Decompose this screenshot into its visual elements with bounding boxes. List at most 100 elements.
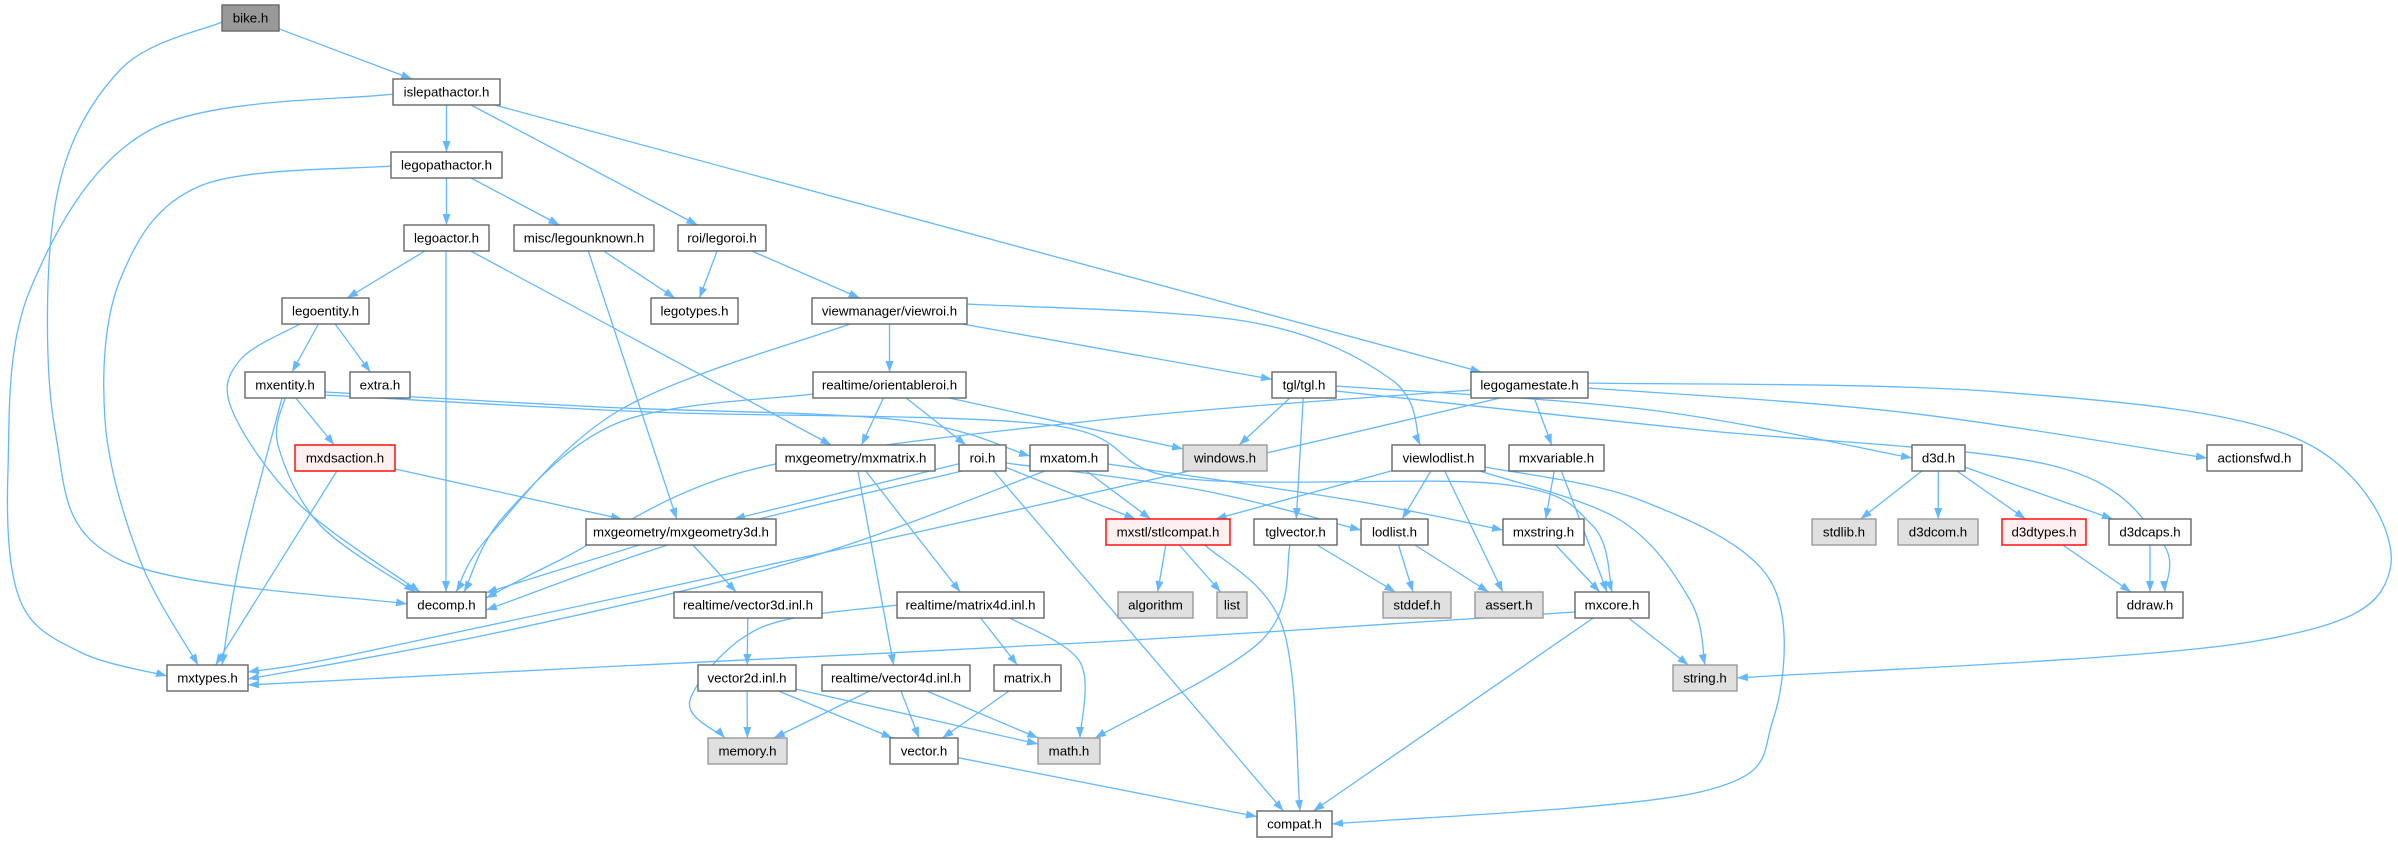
node-roi-legoroi-h[interactable]: roi/legoroi.h [677, 224, 767, 252]
node-box[interactable] [958, 444, 1007, 472]
node-mxentity-h[interactable]: mxentity.h [244, 371, 326, 399]
node-mxstring-h[interactable]: mxstring.h [1502, 518, 1585, 546]
node-box[interactable] [697, 664, 797, 692]
node-extra-h[interactable]: extra.h [349, 371, 411, 399]
node-mxdsaction-h[interactable]: mxdsaction.h [294, 444, 396, 472]
node-label[interactable]: mxdsaction.h [306, 451, 384, 466]
node-box[interactable] [677, 224, 767, 252]
node-label[interactable]: matrix.h [1004, 671, 1051, 686]
node-legoentity-h[interactable]: legoentity.h [281, 297, 370, 325]
node-roi-h[interactable]: roi.h [958, 444, 1007, 472]
node-label[interactable]: mxstl/stlcompat.h [1117, 525, 1220, 540]
node-d3d-h[interactable]: d3d.h [1911, 444, 1966, 472]
node-label[interactable]: d3dtypes.h [2011, 525, 2076, 540]
node-label[interactable]: mxcore.h [1585, 598, 1640, 613]
node-mxvariable-h[interactable]: mxvariable.h [1508, 444, 1605, 472]
node-realtime-orientableroi-h[interactable]: realtime/orientableroi.h [812, 371, 967, 399]
node-box[interactable] [294, 444, 396, 472]
node-box[interactable] [392, 78, 501, 106]
node-label[interactable]: vector2d.inl.h [707, 671, 786, 686]
node-box[interactable] [390, 151, 503, 179]
node-box[interactable] [650, 297, 739, 325]
node-box[interactable] [1105, 518, 1231, 546]
node-label[interactable]: roi.h [970, 451, 996, 466]
node-label[interactable]: islepathactor.h [404, 85, 490, 100]
node-box[interactable] [1391, 444, 1486, 472]
node-label[interactable]: mxgeometry/mxmatrix.h [785, 451, 927, 466]
node-box[interactable] [673, 591, 823, 619]
node-label[interactable]: misc/legounknown.h [524, 231, 644, 246]
node-box[interactable] [1029, 444, 1109, 472]
node-label[interactable]: realtime/vector4d.inl.h [831, 671, 961, 686]
node-mxcore-h[interactable]: mxcore.h [1574, 591, 1650, 619]
node-misc-legounknown-h[interactable]: misc/legounknown.h [513, 224, 655, 252]
node-vector2d-inl-h[interactable]: vector2d.inl.h [697, 664, 797, 692]
node-label[interactable]: legogamestate.h [1480, 378, 1578, 393]
node-mxgeometry-mxgeometry3d-h[interactable]: mxgeometry/mxgeometry3d.h [585, 518, 777, 546]
node-label[interactable]: actionsfwd.h [2218, 451, 2292, 466]
node-label[interactable]: mxgeometry/mxgeometry3d.h [593, 525, 769, 540]
node-label[interactable]: tglvector.h [1265, 525, 1326, 540]
node-box[interactable] [349, 371, 411, 399]
node-d3dcaps-h[interactable]: d3dcaps.h [2108, 518, 2192, 546]
node-box[interactable] [821, 664, 971, 692]
node-label[interactable]: roi/legoroi.h [687, 231, 756, 246]
node-label[interactable]: lodlist.h [1372, 525, 1417, 540]
node-label[interactable]: d3dcaps.h [2119, 525, 2180, 540]
node-actionsfwd-h[interactable]: actionsfwd.h [2206, 444, 2303, 472]
node-label[interactable]: decomp.h [417, 598, 475, 613]
node-box[interactable] [1574, 591, 1650, 619]
node-box[interactable] [403, 224, 490, 252]
node-box[interactable] [811, 297, 968, 325]
node-label[interactable]: compat.h [1267, 817, 1322, 832]
node-box[interactable] [406, 591, 487, 619]
node-mxgeometry-mxmatrix-h[interactable]: mxgeometry/mxmatrix.h [775, 444, 936, 472]
node-legoactor-h[interactable]: legoactor.h [403, 224, 490, 252]
node-box[interactable] [812, 371, 967, 399]
node-box[interactable] [889, 737, 959, 765]
node-box[interactable] [1256, 810, 1333, 838]
node-viewmanager-viewroi-h[interactable]: viewmanager/viewroi.h [811, 297, 968, 325]
node-box[interactable] [2206, 444, 2303, 472]
node-decomp-h[interactable]: decomp.h [406, 591, 487, 619]
node-label[interactable]: tgl/tgl.h [1283, 378, 1326, 393]
node-box[interactable] [993, 664, 1062, 692]
node-tglvector-h[interactable]: tglvector.h [1253, 518, 1338, 546]
node-box[interactable] [2108, 518, 2192, 546]
node-label[interactable]: legotypes.h [660, 304, 728, 319]
node-legopathactor-h[interactable]: legopathactor.h [390, 151, 503, 179]
node-label[interactable]: mxentity.h [255, 378, 315, 393]
node-label[interactable]: realtime/matrix4d.inl.h [905, 598, 1035, 613]
node-box[interactable] [281, 297, 370, 325]
node-mxatom-h[interactable]: mxatom.h [1029, 444, 1109, 472]
node-label[interactable]: vector.h [901, 744, 948, 759]
node-realtime-matrix4d-inl-h[interactable]: realtime/matrix4d.inl.h [896, 591, 1045, 619]
node-realtime-vector4d-inl-h[interactable]: realtime/vector4d.inl.h [821, 664, 971, 692]
node-viewlodlist-h[interactable]: viewlodlist.h [1391, 444, 1486, 472]
node-box[interactable] [585, 518, 777, 546]
node-islepathactor-h[interactable]: islepathactor.h [392, 78, 501, 106]
node-box[interactable] [2116, 591, 2184, 619]
node-box[interactable] [1271, 371, 1337, 399]
node-vector-h[interactable]: vector.h [889, 737, 959, 765]
node-legotypes-h[interactable]: legotypes.h [650, 297, 739, 325]
node-box[interactable] [1360, 518, 1429, 546]
node-label[interactable]: mxatom.h [1040, 451, 1098, 466]
node-tgl-tgl-h[interactable]: tgl/tgl.h [1271, 371, 1337, 399]
node-box[interactable] [244, 371, 326, 399]
node-d3dtypes-h[interactable]: d3dtypes.h [2001, 518, 2087, 546]
node-legogamestate-h[interactable]: legogamestate.h [1470, 371, 1589, 399]
node-label[interactable]: viewlodlist.h [1403, 451, 1475, 466]
node-compat-h[interactable]: compat.h [1256, 810, 1333, 838]
node-box[interactable] [1502, 518, 1585, 546]
node-label[interactable]: viewmanager/viewroi.h [822, 304, 957, 319]
node-box[interactable] [1253, 518, 1338, 546]
node-label[interactable]: legoactor.h [414, 231, 479, 246]
node-label[interactable]: mxstring.h [1513, 525, 1574, 540]
node-label[interactable]: ddraw.h [2127, 598, 2174, 613]
node-box[interactable] [2001, 518, 2087, 546]
node-lodlist-h[interactable]: lodlist.h [1360, 518, 1429, 546]
node-box[interactable] [1470, 371, 1589, 399]
node-box[interactable] [166, 664, 249, 692]
node-label[interactable]: mxvariable.h [1519, 451, 1594, 466]
